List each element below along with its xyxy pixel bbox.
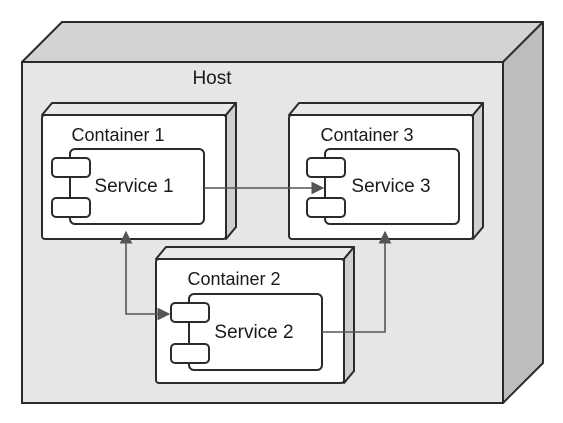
container-3-top-face <box>288 102 484 116</box>
container-1-side-face <box>225 102 237 240</box>
container-1-top-face <box>41 102 237 116</box>
connector-service-2-to-container-3[interactable] <box>322 230 392 333</box>
container-3-label: Container 3 <box>320 125 413 145</box>
container-1-label: Container 1 <box>71 125 164 145</box>
service-2-port-top-icon <box>170 302 210 323</box>
service-3-body <box>324 148 460 225</box>
service-3-label: Service 3 <box>351 176 430 197</box>
container-2-top-face <box>155 246 355 260</box>
service-1-body <box>69 148 205 225</box>
container-3-side-face <box>472 102 484 240</box>
service-3-component[interactable]: Service 3 <box>306 148 460 225</box>
container-2-label: Container 2 <box>187 269 280 289</box>
container-2-side-face <box>343 246 355 384</box>
connector-container-1-to-service-2[interactable] <box>119 230 171 321</box>
service-1-label: Service 1 <box>94 176 173 197</box>
container-1-node[interactable]: Container 1 Service 1 <box>41 102 237 240</box>
host-side-face <box>502 21 544 404</box>
service-3-port-bottom-icon <box>306 197 346 218</box>
service-1-port-top-icon <box>51 157 91 178</box>
host-top-face <box>21 21 544 63</box>
service-2-label: Service 2 <box>214 322 293 343</box>
host-label: Host <box>192 68 232 89</box>
service-1-component[interactable]: Service 1 <box>51 148 205 225</box>
container-2-node[interactable]: Container 2 Service 2 <box>155 246 355 384</box>
service-2-port-bottom-icon <box>170 343 210 364</box>
service-3-port-top-icon <box>306 157 346 178</box>
container-3-node[interactable]: Container 3 Service 3 <box>288 102 484 240</box>
service-2-component[interactable]: Service 2 <box>170 293 323 371</box>
service-1-port-bottom-icon <box>51 197 91 218</box>
